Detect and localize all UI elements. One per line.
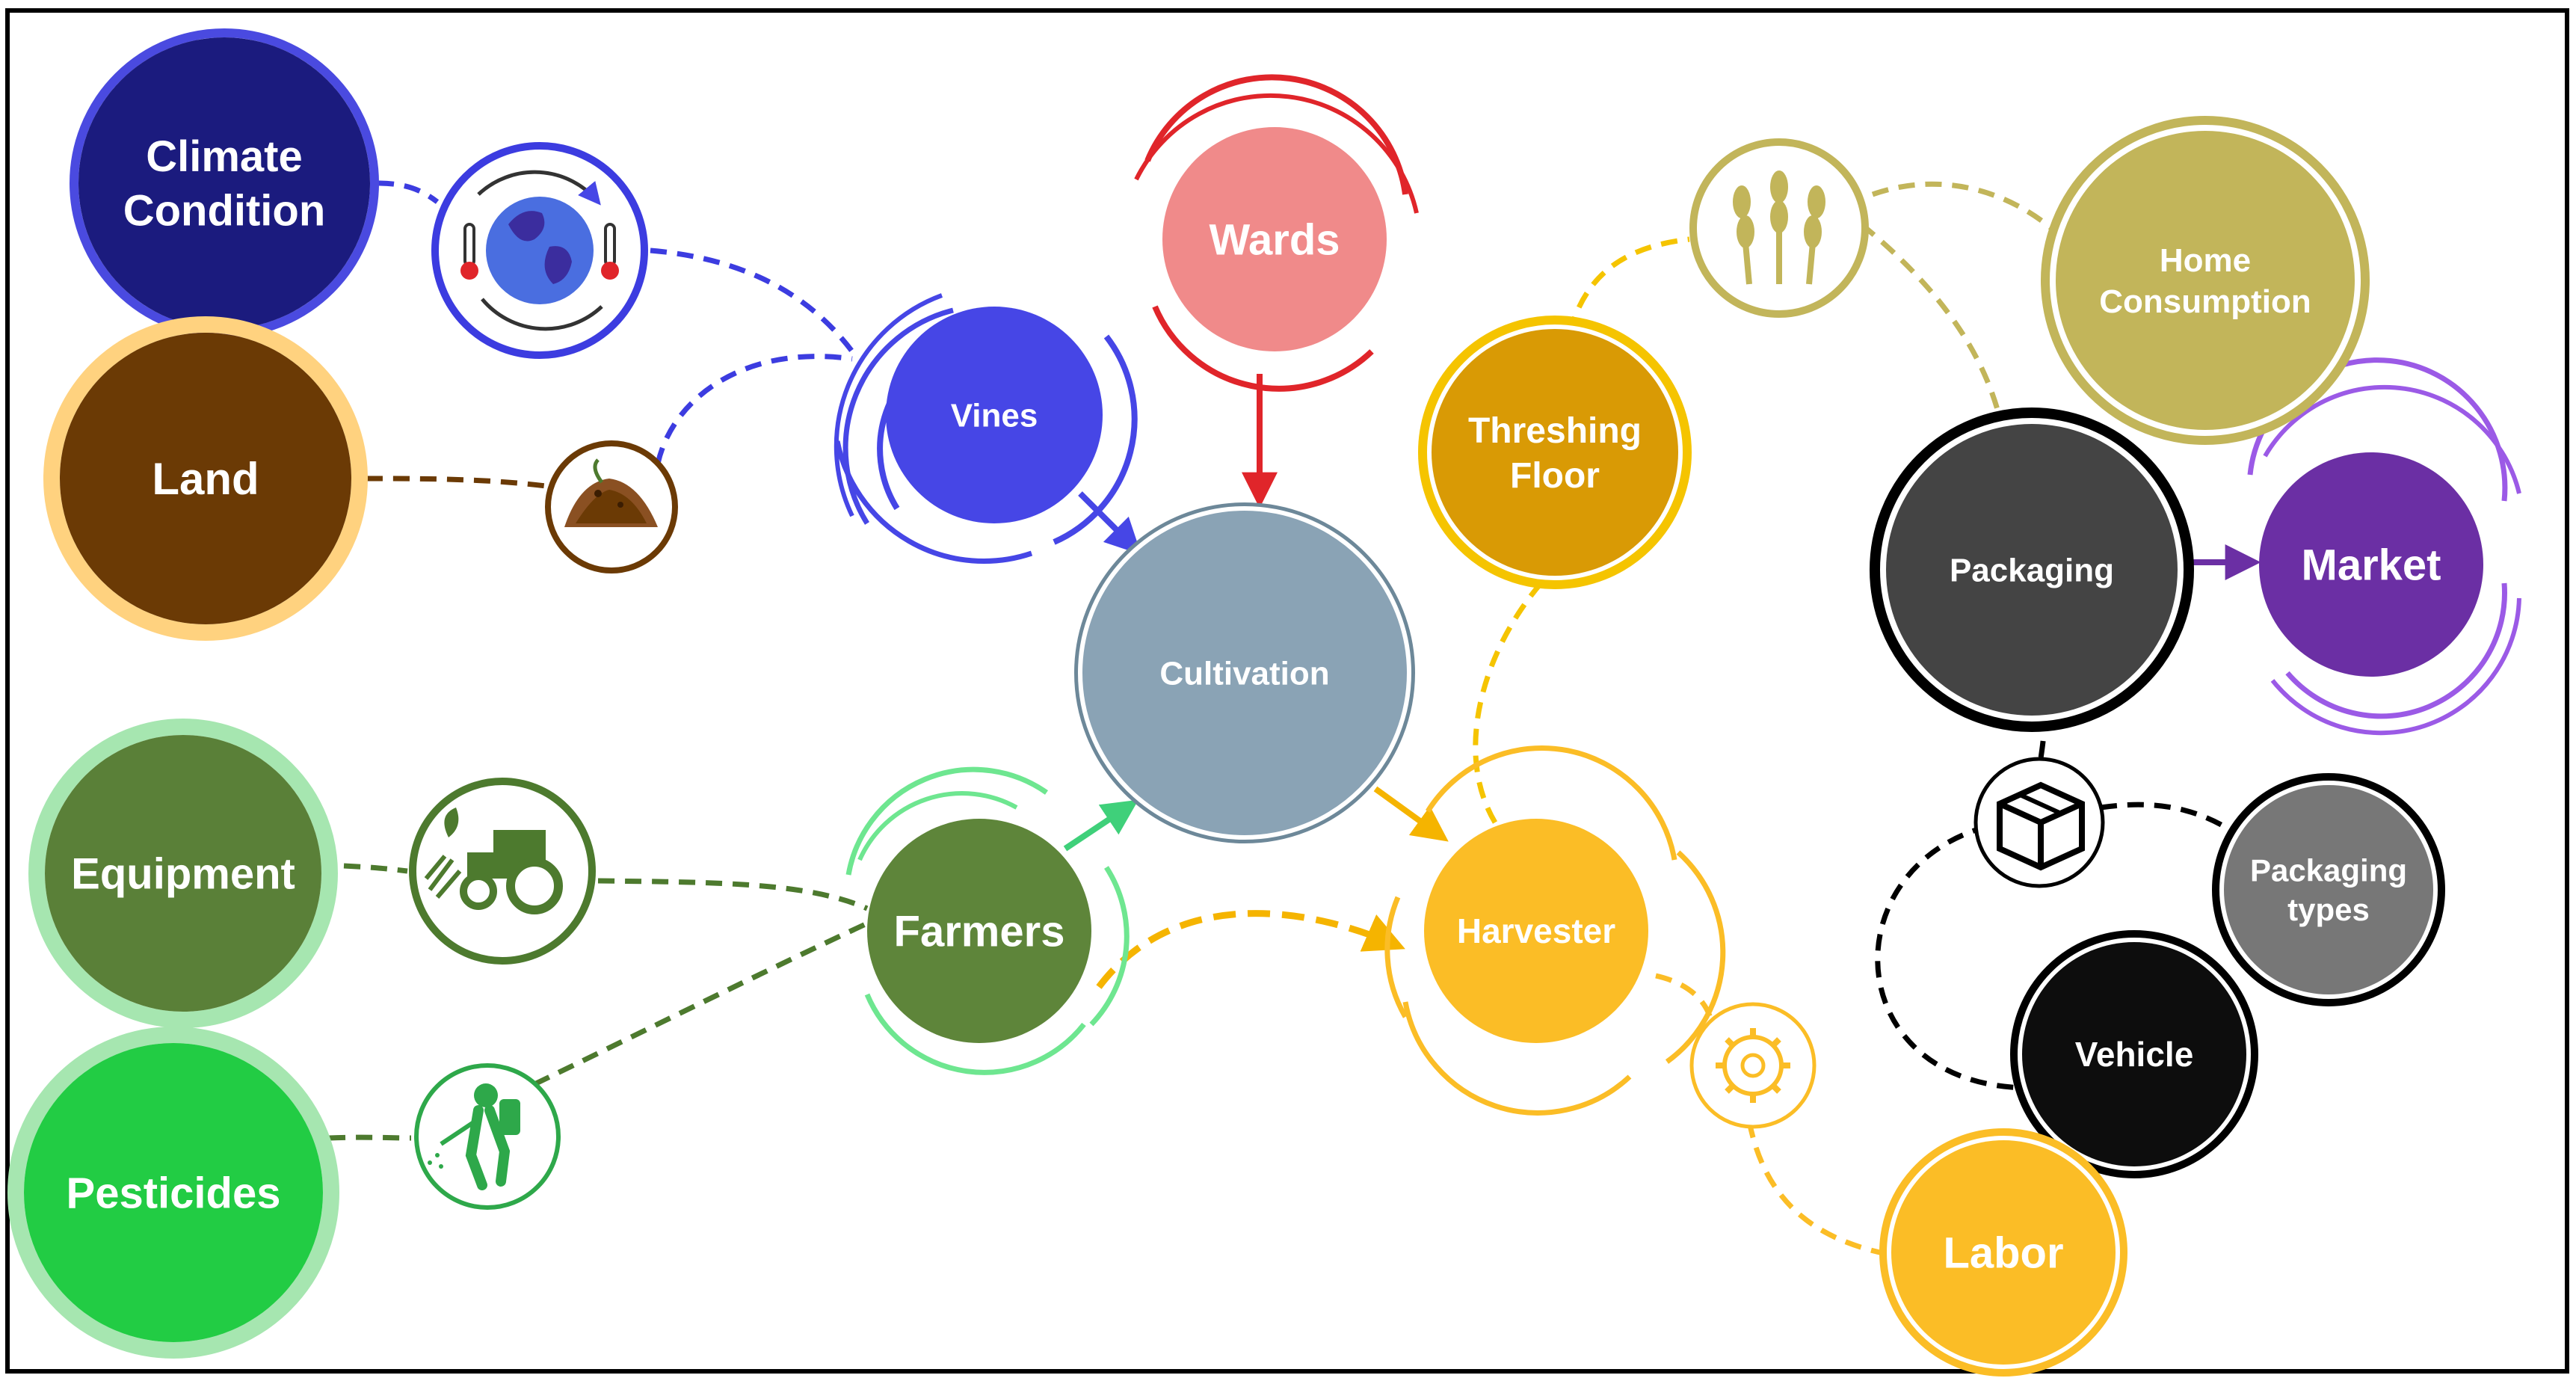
connector-tractor-farmers — [597, 878, 869, 911]
decorative-arcs — [833, 74, 2521, 1116]
connector-globe-vines — [650, 247, 854, 354]
arrow-farmers-cultivation — [1063, 799, 1138, 852]
connector-harvester-gear — [1655, 973, 1715, 1025]
node-circle — [45, 735, 321, 1012]
node-circle — [78, 37, 370, 329]
connector-pesticides-sprayer — [328, 1134, 412, 1141]
node-packaging: Packaging — [1870, 407, 2194, 732]
tractor-icon — [409, 778, 596, 965]
node-label: Equipment — [71, 849, 295, 898]
soil-pile-icon — [545, 440, 678, 573]
node-ring — [28, 719, 338, 1028]
node-packaging-types: Packaging types — [2212, 773, 2445, 1006]
node-vehicle: Vehicle — [2010, 930, 2258, 1178]
package-box-icon — [1973, 757, 2105, 888]
node-circle — [24, 1043, 323, 1342]
node-ring — [7, 1027, 339, 1359]
node-circle — [2022, 942, 2246, 1166]
connector-farmers-harvester — [1096, 910, 1405, 989]
node-label: Floor — [1510, 456, 1600, 496]
node-circle — [2056, 131, 2355, 430]
node-label: Farmers — [894, 907, 1065, 956]
node-circle — [1078, 506, 1411, 840]
node-land: Land — [43, 316, 368, 641]
node-label: Vehicle — [2075, 1035, 2194, 1074]
connector-harvester-threshing — [1473, 566, 1557, 824]
connector-box-types — [2100, 802, 2225, 829]
node-ring — [43, 316, 368, 641]
node-label: Consumption — [2099, 283, 2311, 320]
connector-wheat-packaging — [1859, 222, 2006, 434]
wheat-icon — [1689, 138, 1869, 318]
node-label: Labor — [1943, 1228, 2063, 1277]
node-market: Market — [2259, 452, 2483, 677]
node-ring — [1074, 502, 1415, 843]
node-circle — [2224, 785, 2433, 994]
node-circle — [1162, 127, 1387, 351]
connector-threshing-wheat — [1567, 236, 1690, 333]
connector-gear-labor — [1746, 1121, 1899, 1259]
node-label: Home — [2160, 242, 2251, 279]
node-wards: Wards — [1162, 127, 1387, 351]
node-label: Packaging — [1950, 552, 2114, 588]
node-pesticides: Pesticides — [7, 1027, 339, 1359]
node-label: Cultivation — [1159, 655, 1329, 692]
node-farmers: Farmers — [867, 819, 1091, 1043]
node-label: Vines — [951, 397, 1038, 434]
connector-climate-globe — [377, 180, 440, 204]
node-circle — [886, 307, 1103, 523]
node-label: Climate — [146, 132, 303, 181]
node-circle — [1432, 329, 1678, 576]
connectors — [328, 180, 2261, 1259]
node-label: Packaging — [2250, 852, 2407, 888]
globe-thermometer-icon — [431, 142, 648, 359]
node-circle — [60, 333, 351, 624]
connector-wheat-home — [1871, 181, 2058, 234]
node-cultivation: Cultivation — [1074, 502, 1415, 843]
node-label: Wards — [1209, 215, 1340, 264]
connector-box-vehicle — [1875, 823, 2027, 1091]
node-label: types — [2287, 892, 2370, 927]
node-label: Market — [2302, 541, 2441, 589]
connector-equipment-tractor — [343, 863, 408, 874]
arrow-vines-cultivation — [1078, 491, 1141, 555]
node-label: Condition — [123, 187, 326, 236]
node-label: Threshing — [1468, 411, 1642, 451]
node-circle — [1424, 819, 1648, 1043]
node-label: Harvester — [1457, 911, 1615, 950]
node-circle — [2259, 452, 2483, 677]
node-vines: Vines — [886, 307, 1103, 523]
node-circle — [1891, 1140, 2116, 1365]
gear-icon — [1689, 1002, 1817, 1129]
node-label: Land — [152, 454, 259, 504]
connector-land-soil — [366, 476, 546, 489]
node-labor: Labor — [1879, 1128, 2127, 1377]
node-label: Pesticides — [67, 1169, 281, 1217]
node-circle — [867, 819, 1091, 1043]
arrow-cultivation-harvester — [1373, 786, 1449, 842]
node-harvester: Harvester — [1424, 819, 1648, 1043]
connector-soil-vines — [655, 354, 853, 464]
node-equipment: Equipment — [28, 719, 338, 1028]
icon-badges — [409, 138, 2105, 1210]
pesticide-sprayer-icon — [414, 1063, 561, 1210]
node-circle — [1886, 424, 2178, 716]
